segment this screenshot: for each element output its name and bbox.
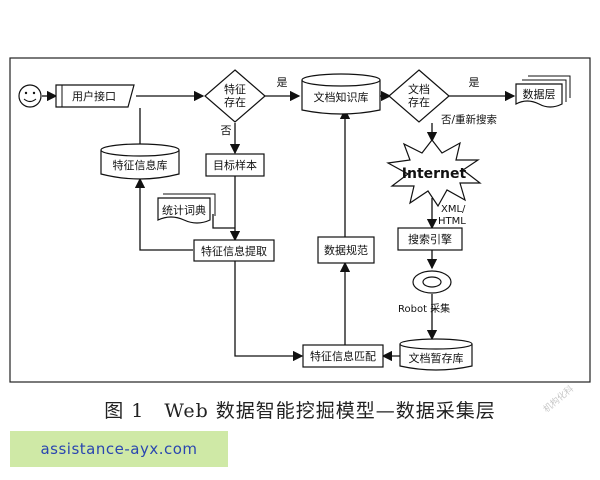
doc-kb-label: 文档知识库: [314, 90, 369, 104]
doc-exists-label-1: 文档: [408, 82, 430, 96]
data-layer-label: 数据层: [523, 87, 556, 101]
footer-url-link[interactable]: assistance-ayx.com: [10, 431, 228, 467]
stat-dict-label: 统计词典: [162, 203, 206, 217]
target-sample-label: 目标样本: [213, 158, 257, 172]
edge-label-xml: XML/: [441, 204, 466, 215]
user-smiley-icon: [18, 84, 42, 108]
diagram: 用户接口 特征 存在 文档知识库 文档 存在 数据层 特征信息库 目标样本: [9, 57, 591, 383]
feature-exists-label-1: 特征: [224, 82, 246, 96]
edge-label-yes: 是: [277, 76, 288, 89]
search-engine-label: 搜索引擎: [408, 232, 452, 246]
data-layer-node: 数据层: [515, 75, 571, 108]
internet-label: Internet: [402, 166, 467, 182]
edge-label-no-research: 否/重新搜索: [441, 113, 497, 126]
edge-label-html: HTML: [438, 216, 466, 227]
internet-cloud-icon: Internet: [386, 139, 482, 208]
edge-label-no: 否: [221, 124, 232, 137]
target-sample-node: 目标样本: [205, 153, 265, 177]
user-interface-label: 用户接口: [72, 89, 116, 103]
search-engine-node: 搜索引擎: [397, 227, 463, 251]
stat-dict-node: 统计词典: [157, 193, 216, 224]
edge-label-robot: Robot 采集: [398, 302, 450, 315]
feature-extract-label: 特征信息提取: [201, 244, 267, 258]
feature-match-label: 特征信息匹配: [310, 349, 376, 363]
feature-exists-label-2: 存在: [224, 95, 246, 109]
feature-exists-decision: 特征 存在: [204, 69, 266, 123]
figure-caption: 图 1 Web 数据智能挖掘模型—数据采集层: [104, 400, 496, 422]
feature-match-node: 特征信息匹配: [302, 344, 384, 368]
doc-exists-decision: 文档 存在: [388, 69, 450, 123]
feature-info-lib-node: 特征信息库: [100, 143, 180, 180]
edge-label-yes-2: 是: [469, 76, 480, 89]
data-norm-label: 数据规范: [324, 243, 368, 257]
robot-disk-icon: [412, 270, 452, 294]
doc-temp-lib-label: 文档暂存库: [409, 351, 464, 365]
doc-kb-node: 文档知识库: [301, 73, 381, 115]
user-interface-node: 用户接口: [55, 84, 135, 108]
doc-exists-label-2: 存在: [408, 95, 430, 109]
doc-temp-lib-node: 文档暂存库: [399, 338, 473, 371]
feature-extract-node: 特征信息提取: [193, 239, 275, 262]
feature-info-lib-label: 特征信息库: [113, 158, 168, 172]
diagram-frame: [9, 57, 591, 383]
data-norm-node: 数据规范: [317, 236, 375, 264]
